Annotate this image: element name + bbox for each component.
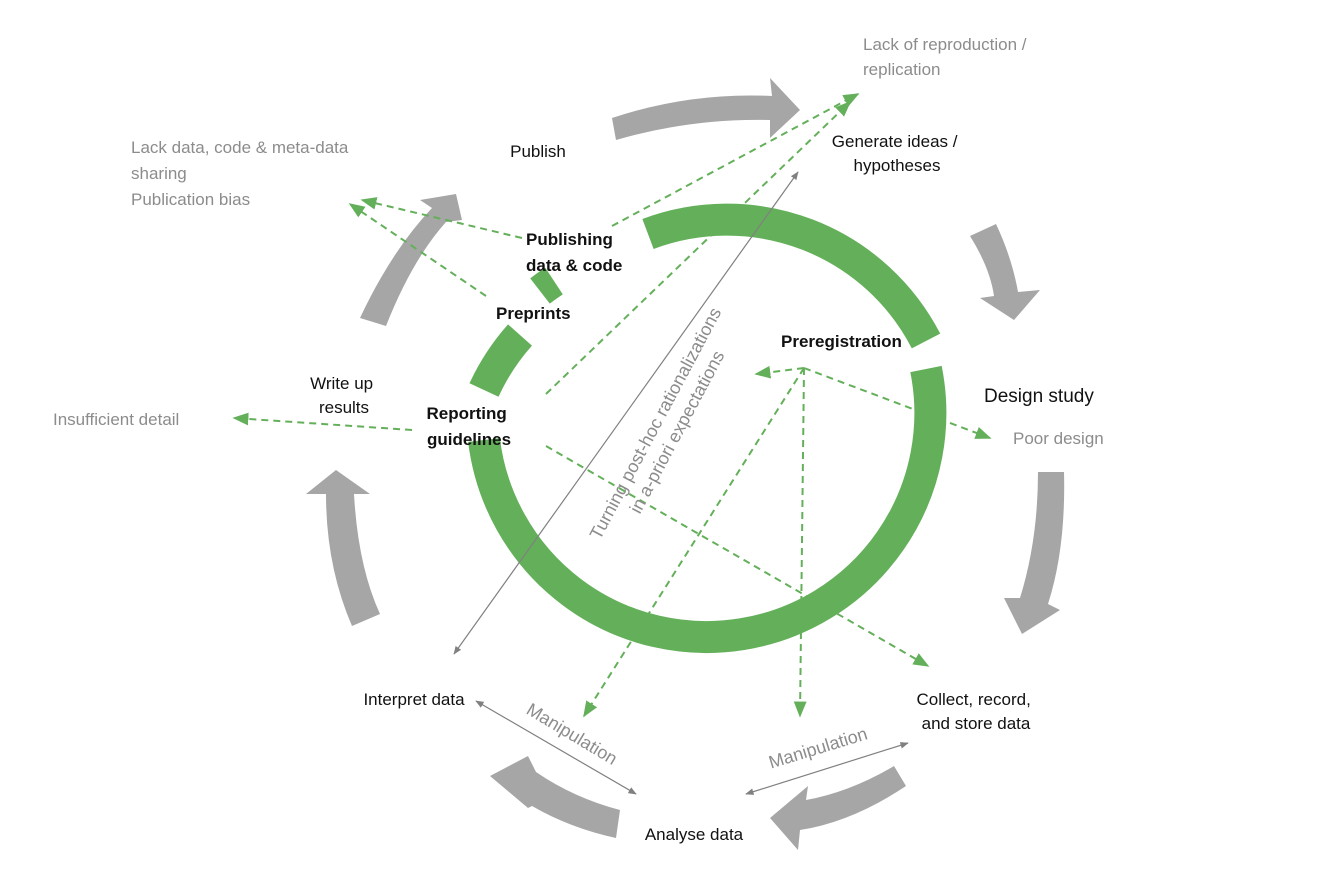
safeguard-publishing: Publishing data & code <box>526 230 622 275</box>
stage-collect: Collect, record, and store data <box>916 690 1035 733</box>
link-preprints-to-sharing <box>348 203 487 297</box>
link-harking <box>453 171 799 655</box>
stage-publish: Publish <box>510 142 566 161</box>
ring-segment-reporting <box>469 324 533 398</box>
problem-sharing: Lack data, code & meta-data sharing Publ… <box>131 138 353 209</box>
safeguard-reporting: Reporting guidelines <box>426 404 511 449</box>
stage-analyse: Analyse data <box>645 825 744 844</box>
link-reporting-to-reproduction <box>545 100 852 395</box>
cycle-arrows <box>306 78 1065 850</box>
safeguard-ring <box>468 203 947 654</box>
link-reporting-to-collect <box>545 445 930 667</box>
link-manipulation-left <box>475 700 637 795</box>
cycle-arrow-collect-to-analyse <box>770 766 906 850</box>
cycle-arrow-interpret-to-writeup <box>306 470 380 626</box>
problem-poor-design: Poor design <box>1013 429 1104 448</box>
thin-links <box>453 171 909 795</box>
cycle-arrow-writeup-to-publish <box>360 194 462 326</box>
safeguard-preregistration: Preregistration <box>781 332 902 351</box>
ring-segment-preprints <box>530 267 563 304</box>
safeguard-preprints: Preprints <box>496 304 571 323</box>
link-prereg-left <box>754 365 805 379</box>
problem-links <box>232 93 992 718</box>
link-prereg-to-manipulation-right <box>793 367 807 718</box>
link-publishing-to-reproduction <box>611 93 860 227</box>
problem-manipulation-left: Manipulation <box>523 699 621 769</box>
ring-segment-main <box>468 365 947 654</box>
problem-manipulation-right: Manipulation <box>766 724 869 773</box>
problem-harking: Turning post-hoc rationalizations in a-p… <box>586 300 748 554</box>
stage-generate: Generate ideas / hypotheses <box>832 132 962 175</box>
link-publishing-to-sharing <box>360 197 523 239</box>
cycle-arrow-publish-to-generate <box>612 78 800 140</box>
cycle-arrow-analyse-to-interpret <box>490 756 620 838</box>
cycle-arrow-generate-to-design <box>970 224 1040 320</box>
link-manipulation-right <box>745 742 909 795</box>
stage-design: Design study <box>984 386 1094 407</box>
problem-reproduction: Lack of reproduction / replication <box>863 35 1031 79</box>
stage-interpret: Interpret data <box>363 690 465 709</box>
link-prereg-to-poor-design <box>803 367 992 439</box>
problem-insufficient-detail: Insufficient detail <box>53 410 179 429</box>
stage-writeup: Write up results <box>310 374 378 417</box>
cycle-arrow-design-to-collect <box>1004 472 1065 634</box>
link-reporting-to-insufficient <box>232 412 413 431</box>
link-prereg-to-manipulation-left <box>583 367 805 718</box>
